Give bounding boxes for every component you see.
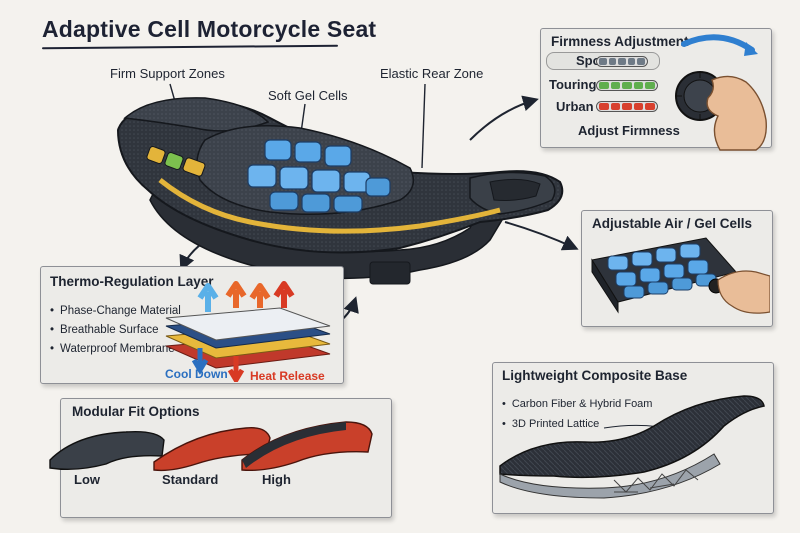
composite-item-2: 3D Printed Lattice: [502, 418, 599, 430]
composite-title: Lightweight Composite Base: [502, 368, 688, 383]
hand-icon: [706, 75, 767, 151]
heat-release-label: Heat Release: [250, 369, 325, 383]
elastic-rear-leader: [421, 83, 426, 169]
air-gel-title: Adjustable Air / Gel Cells: [592, 216, 753, 231]
firmness-title: Firmness Adjustment: [551, 34, 689, 49]
sport-bar: [596, 56, 648, 67]
option-high[interactable]: High: [262, 472, 291, 487]
standard-seat: [153, 427, 271, 472]
air-gel-illustration: [591, 237, 770, 314]
option-low[interactable]: Low: [74, 472, 100, 487]
cool-down-label: Cool Down: [165, 367, 228, 381]
thermo-layers-illustration: [165, 281, 331, 382]
elastic-rear-label: Elastic Rear Zone: [380, 66, 484, 81]
thermo-item-3: Waterproof Membrane: [50, 343, 175, 355]
thermo-item-1: Phase-Change Material: [50, 305, 181, 317]
composite-item-1: Carbon Fiber & Hybrid Foam: [502, 398, 653, 410]
urban-bar[interactable]: [596, 101, 658, 112]
firm-support-label: Firm Support Zones: [110, 66, 225, 81]
to-cells-arrow: [504, 221, 579, 251]
modular-options-illustration: [49, 421, 373, 472]
thermo-title: Thermo-Regulation Layer: [50, 274, 214, 289]
cool-arrow-icon: [191, 348, 209, 375]
low-seat: [49, 430, 165, 471]
page-title: Adaptive Cell Motorcycle Seat: [42, 16, 377, 42]
rotate-arrow-icon: [681, 34, 755, 53]
firmness-dial-illustration[interactable]: [660, 28, 780, 154]
option-standard[interactable]: Standard: [162, 472, 219, 487]
adjust-firmness-label: Adjust Firmness: [578, 123, 680, 138]
modular-title: Modular Fit Options: [72, 404, 200, 419]
heat-up-arrows: [197, 281, 295, 312]
touring-label: Touring: [549, 77, 597, 92]
composite-base-illustration: [499, 395, 765, 499]
hand-icon: [717, 270, 770, 314]
heat-arrow-icon: [227, 356, 245, 382]
thermo-item-2: Breathable Surface: [50, 324, 158, 336]
to-firmness-arrow: [469, 95, 539, 141]
gel-cells: [247, 139, 391, 213]
touring-bar[interactable]: [596, 80, 658, 91]
soft-gel-label: Soft Gel Cells: [268, 88, 348, 103]
urban-label: Urban: [556, 99, 594, 114]
